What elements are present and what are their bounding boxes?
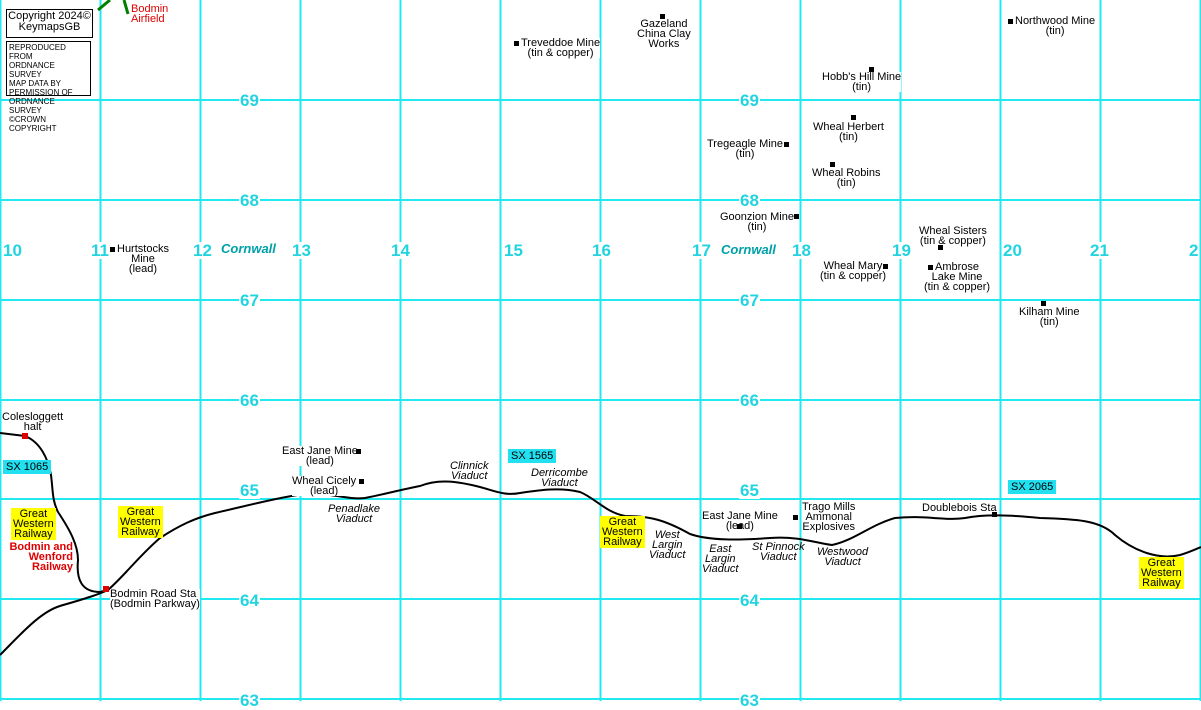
mine-marker-icon <box>356 449 361 454</box>
northing-label: 64 <box>739 591 760 610</box>
mine-marker-icon <box>359 479 364 484</box>
os-notice: REPRODUCED FROM ORDNANCE SURVEY MAP DATA… <box>6 41 91 133</box>
mine-label: Hurtstocks Mine (lead) <box>117 243 169 275</box>
station-marker-bodmin-road <box>103 586 109 592</box>
mine-marker-icon <box>883 264 888 269</box>
mine-marker-icon <box>110 247 115 252</box>
station-label: Colesloggett halt <box>2 411 64 433</box>
station-marker <box>992 512 997 517</box>
railway-label: Great Western Railway <box>600 516 645 548</box>
easting-label: 10 <box>2 241 23 260</box>
mine-label: Tregeagle Mine (tin) <box>707 138 784 160</box>
railway-label: Great Western Railway <box>118 506 163 538</box>
grid-ref-label: SX 1565 <box>508 449 557 463</box>
mine-marker-icon <box>660 14 665 19</box>
easting-label: 17 <box>691 241 712 260</box>
mine-marker-icon <box>1008 19 1013 24</box>
station-label: Bodmin Road Sta (Bodmin Parkway) <box>110 588 200 610</box>
easting-label: 11 <box>90 241 110 260</box>
mine-marker-icon <box>928 265 933 270</box>
mine-label: Ambrose Lake Mine (tin & copper) <box>924 261 991 293</box>
northing-label: 64 <box>239 591 260 610</box>
mine-marker-icon <box>830 162 835 167</box>
mine-label: Trago Mills Ammonal Explosives <box>802 501 856 533</box>
viaduct-label: Westwood Viaduct <box>817 546 869 568</box>
mine-label: Wheal Herbert (tin) <box>813 121 884 143</box>
viaduct-label: Penadlake Viaduct <box>328 503 380 525</box>
mine-marker-icon <box>794 214 799 219</box>
county-label: Cornwall <box>721 242 776 257</box>
mine-label: Wheal Cicely (lead) <box>292 475 357 497</box>
easting-label: 12 <box>192 241 213 260</box>
northing-label: 65 <box>239 481 260 500</box>
mine-marker-icon <box>514 41 519 46</box>
easting-label: 13 <box>291 241 312 260</box>
station-marker-coleslogget <box>22 433 28 439</box>
northing-label: 69 <box>739 91 760 110</box>
easting-label: 16 <box>591 241 612 260</box>
easting-label: 15 <box>503 241 524 260</box>
railway-label: Great Western Railway <box>11 508 56 540</box>
northing-label: 66 <box>239 391 260 410</box>
bodmin-wenford-railway-line <box>0 432 109 594</box>
airfield-label: Bodmin Airfield <box>131 3 169 25</box>
northing-label: 65 <box>739 481 760 500</box>
viaduct-label: St Pinnock Viaduct <box>752 541 805 563</box>
mine-label: Goonzion Mine (tin) <box>720 211 794 233</box>
easting-label: 14 <box>390 241 411 260</box>
mine-label: Northwood Mine (tin) <box>1015 15 1096 37</box>
station-label: Doublebois Sta <box>922 502 997 514</box>
county-label: Cornwall <box>221 241 276 256</box>
mine-label: Kilham Mine (tin) <box>1019 306 1080 328</box>
mine-marker-icon <box>938 245 943 250</box>
mine-marker-icon <box>793 515 798 520</box>
viaduct-label: East Largin Viaduct <box>702 543 739 575</box>
viaduct-label: Clinnick Viaduct <box>450 460 489 482</box>
railway-label: Great Western Railway <box>1139 557 1184 589</box>
mine-label: Treveddoe Mine (tin & copper) <box>521 37 601 59</box>
northing-label: 69 <box>239 91 260 110</box>
viaduct-label: Derricombe Viaduct <box>531 467 588 489</box>
mine-marker-icon <box>1041 301 1046 306</box>
northing-label: 66 <box>739 391 760 410</box>
viaduct-label: West Largin Viaduct <box>649 529 686 561</box>
northing-label: 68 <box>239 191 260 210</box>
northing-label: 67 <box>739 291 760 310</box>
copyright-box: Copyright 2024© KeymapsGB <box>6 9 93 38</box>
great-western-railway-line <box>0 480 1201 656</box>
easting-label: 21 <box>1089 241 1110 260</box>
northing-label: 67 <box>239 291 260 310</box>
grid-ref-label: SX 1065 <box>3 460 52 474</box>
mine-label: Wheal Mary (tin & copper) <box>820 260 887 282</box>
grid-ref-label: SX 2065 <box>1008 480 1057 494</box>
mine-label: Gazeland China Clay Works <box>637 18 691 50</box>
easting-label: 19 <box>891 241 912 260</box>
easting-label: 18 <box>791 241 812 260</box>
mine-label: Wheal Robins (tin) <box>812 167 881 189</box>
bodmin-wenford-label: Bodmin and Wenford Railway <box>9 541 73 573</box>
mine-marker-icon <box>851 115 856 120</box>
mine-label: Hobb's Hill Mine (tin) <box>822 71 902 93</box>
mine-label: East Jane Mine (lead) <box>282 445 358 467</box>
mine-marker-icon <box>784 142 789 147</box>
mine-marker-icon <box>869 67 874 72</box>
mine-label: Wheal Sisters (tin & copper) <box>919 225 987 247</box>
easting-label: 2 <box>1188 241 1200 260</box>
northing-label: 68 <box>739 191 760 210</box>
mine-marker-icon <box>737 524 742 529</box>
easting-label: 20 <box>1002 241 1023 260</box>
airfield-runway <box>97 0 130 15</box>
